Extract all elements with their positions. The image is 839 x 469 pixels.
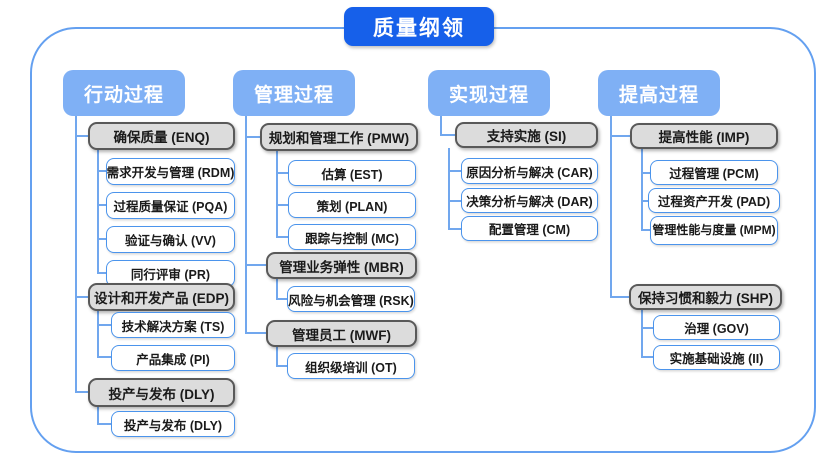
connector-line <box>448 200 461 202</box>
connector-line <box>75 391 88 393</box>
group-imp: 提高性能 (IMP) <box>630 123 778 149</box>
group-shp: 保持习惯和毅力 (SHP) <box>629 284 782 310</box>
leaf-gov: 治理 (GOV) <box>653 315 780 340</box>
group-mwf: 管理员工 (MWF) <box>266 320 417 347</box>
column-header-action-process: 行动过程 <box>63 70 185 116</box>
leaf-pad: 过程资产开发 (PAD) <box>648 188 780 213</box>
leaf-dar: 决策分析与解决 (DAR) <box>461 188 598 213</box>
connector-line <box>97 150 99 273</box>
column-header-improvement-process: 提高过程 <box>598 70 720 116</box>
connector-line <box>97 407 99 424</box>
connector-line <box>97 204 106 206</box>
diagram-title: 质量纲领 <box>344 7 494 46</box>
connector-line <box>440 134 455 136</box>
connector-line <box>641 327 653 329</box>
leaf-mpm: 管理性能与度量 (MPM) <box>650 216 778 245</box>
leaf-pqa: 过程质量保证 (PQA) <box>106 192 235 219</box>
connector-line <box>440 116 442 135</box>
leaf-rdm: 需求开发与管理 (RDM) <box>106 158 235 185</box>
connector-line <box>245 332 266 334</box>
connector-line <box>276 298 287 300</box>
connector-line <box>610 135 630 137</box>
connector-line <box>245 264 266 266</box>
connector-line <box>276 151 278 237</box>
connector-line <box>641 200 648 202</box>
connector-line <box>276 204 288 206</box>
leaf-plan: 策划 (PLAN) <box>288 192 416 218</box>
connector-line <box>276 365 287 367</box>
leaf-dly: 投产与发布 (DLY) <box>111 411 235 437</box>
leaf-ts: 技术解决方案 (TS) <box>111 312 235 338</box>
leaf-pcm: 过程管理 (PCM) <box>650 160 778 185</box>
connector-line <box>97 423 111 425</box>
connector-line <box>97 311 99 357</box>
connector-line <box>276 279 278 299</box>
leaf-mc: 跟踪与控制 (MC) <box>288 224 416 250</box>
group-mbr: 管理业务弹性 (MBR) <box>266 252 417 279</box>
column-header-management-process: 管理过程 <box>233 70 355 116</box>
leaf-pi: 产品集成 (PI) <box>111 345 235 371</box>
connector-line <box>610 116 612 297</box>
connector-line <box>97 238 106 240</box>
leaf-ii: 实施基础设施 (II) <box>653 345 780 370</box>
connector-line <box>276 347 278 366</box>
connector-line <box>276 172 288 174</box>
connector-line <box>276 236 288 238</box>
connector-line <box>75 116 77 392</box>
connector-line <box>75 296 88 298</box>
connector-line <box>448 170 461 172</box>
connector-line <box>97 324 111 326</box>
column-header-implementation-process: 实现过程 <box>428 70 550 116</box>
leaf-car: 原因分析与解决 (CAR) <box>461 158 598 184</box>
group-enq: 确保质量 (ENQ) <box>88 122 235 150</box>
connector-line <box>641 356 653 358</box>
group-edp: 设计和开发产品 (EDP) <box>88 283 235 311</box>
leaf-est: 估算 (EST) <box>288 160 416 186</box>
leaf-ot: 组织级培训 (OT) <box>287 353 415 379</box>
leaf-vv: 验证与确认 (VV) <box>106 226 235 253</box>
leaf-rsk: 风险与机会管理 (RSK) <box>287 286 415 312</box>
connector-line <box>97 356 111 358</box>
connector-line <box>97 170 106 172</box>
connector-line <box>97 272 106 274</box>
connector-line <box>641 229 650 231</box>
connector-line <box>448 148 450 229</box>
connector-line <box>245 136 260 138</box>
group-pmw: 规划和管理工作 (PMW) <box>260 123 418 151</box>
connector-line <box>75 135 88 137</box>
connector-line <box>641 172 650 174</box>
group-dly: 投产与发布 (DLY) <box>88 378 235 407</box>
connector-line <box>610 296 629 298</box>
connector-line <box>641 149 643 230</box>
connector-line <box>641 310 643 357</box>
group-si: 支持实施 (SI) <box>455 122 598 148</box>
connector-line <box>245 116 247 334</box>
connector-line <box>448 228 461 230</box>
leaf-cm: 配置管理 (CM) <box>461 216 598 241</box>
